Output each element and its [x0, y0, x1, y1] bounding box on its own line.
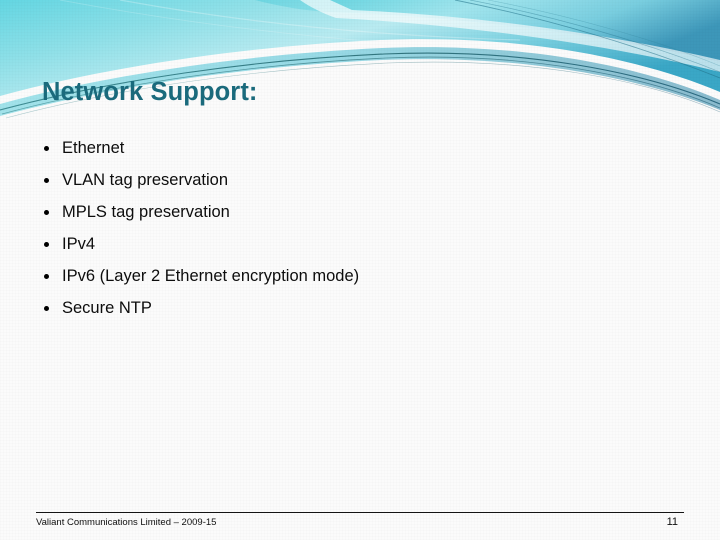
slide-footer: Valiant Communications Limited – 2009-15… [36, 512, 684, 528]
list-item: Ethernet [44, 132, 359, 164]
list-item: VLAN tag preservation [44, 164, 359, 196]
list-item: IPv6 (Layer 2 Ethernet encryption mode) [44, 260, 359, 292]
list-item-label: MPLS tag preservation [62, 203, 230, 221]
bullet-dot-icon [44, 242, 49, 247]
list-item: Secure NTP [44, 292, 359, 324]
footer-divider [36, 512, 684, 513]
list-item-label: VLAN tag preservation [62, 171, 229, 189]
bullet-list: Ethernet VLAN tag preservation MPLS tag … [44, 132, 359, 324]
list-item: IPv4 [44, 228, 359, 260]
footer-text: Valiant Communications Limited – 2009-15 [36, 517, 217, 528]
list-item-label: IPv4 [62, 235, 96, 253]
bullet-dot-icon [44, 306, 49, 311]
list-item-label: Secure NTP [62, 299, 152, 317]
page-number: 11 [666, 516, 678, 528]
bullet-dot-icon [44, 178, 49, 183]
list-item: MPLS tag preservation [44, 196, 359, 228]
bullet-dot-icon [44, 146, 49, 151]
bullet-dot-icon [44, 274, 49, 279]
list-item-label: Ethernet [62, 139, 125, 157]
bullet-dot-icon [44, 210, 49, 215]
list-item-label: IPv6 (Layer 2 Ethernet encryption mode) [62, 267, 360, 285]
page-title: Network Support: [42, 78, 258, 106]
decorative-wave-banner [0, 0, 720, 130]
